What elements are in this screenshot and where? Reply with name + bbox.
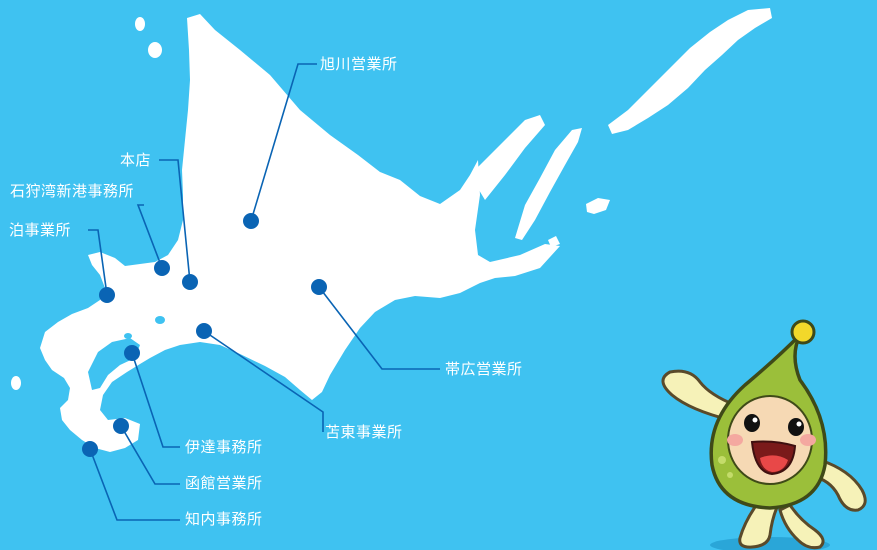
leader-line-tomakomai xyxy=(203,330,324,432)
leader-line-obihiro xyxy=(318,286,440,370)
habomai-islands xyxy=(548,236,560,247)
mascot-antenna-ball xyxy=(790,319,816,345)
marker-tomari[interactable] xyxy=(99,287,115,303)
okushiri-island xyxy=(11,376,21,390)
hokkaido-mainland xyxy=(40,14,560,452)
mascot-cheek-right xyxy=(800,434,816,446)
office-label-shiriuchi[interactable]: 知内事務所 xyxy=(185,510,263,528)
small-island xyxy=(403,222,409,226)
shikotan-island xyxy=(586,198,610,214)
lake-toya xyxy=(124,333,132,339)
leader-line-ishikari xyxy=(136,204,163,269)
shiretoko-peninsula xyxy=(470,115,545,200)
leader-line-tomari xyxy=(88,229,108,296)
mascot-eye-left xyxy=(744,414,760,432)
office-label-date[interactable]: 伊達事務所 xyxy=(185,438,263,456)
marker-asahikawa[interactable] xyxy=(243,213,259,229)
office-label-tomakomai[interactable]: 苫東事業所 xyxy=(325,423,403,441)
mascot-eye-right xyxy=(788,418,804,436)
office-markers xyxy=(82,213,327,457)
leader-line-shiriuchi xyxy=(89,448,180,521)
mascot-character xyxy=(661,319,867,550)
office-label-asahikawa[interactable]: 旭川営業所 xyxy=(320,55,398,73)
marker-obihiro[interactable] xyxy=(311,279,327,295)
mascot-eye-highlight-right xyxy=(796,421,802,427)
mascot-eye-highlight-left xyxy=(752,417,758,423)
mascot-left-arm xyxy=(661,369,737,422)
lake-shikotsu xyxy=(155,316,165,324)
leader-lines xyxy=(88,63,440,521)
mascot-spot-2 xyxy=(727,472,733,478)
office-label-hakodate[interactable]: 函館営業所 xyxy=(185,474,263,492)
marker-ishikari[interactable] xyxy=(154,260,170,276)
kunashiri-island xyxy=(515,128,582,240)
leader-line-hakodate xyxy=(120,425,180,485)
mascot-left-leg xyxy=(738,498,781,549)
marker-hakodate[interactable] xyxy=(113,418,129,434)
rishiri-island xyxy=(135,17,145,31)
marker-honten[interactable] xyxy=(182,274,198,290)
office-label-honten[interactable]: 本店 xyxy=(120,151,152,169)
marker-date[interactable] xyxy=(124,345,140,361)
mascot-cheek-left xyxy=(727,434,743,446)
office-label-tomari[interactable]: 泊事業所 xyxy=(9,221,72,239)
marker-tomakomai[interactable] xyxy=(196,323,212,339)
marker-shiriuchi[interactable] xyxy=(82,441,98,457)
mascot-spot-1 xyxy=(718,456,726,464)
office-label-obihiro[interactable]: 帯広営業所 xyxy=(445,360,523,378)
rebun-island xyxy=(148,42,162,58)
etorofu-island xyxy=(608,8,772,134)
leader-line-asahikawa xyxy=(250,63,317,222)
leader-line-honten xyxy=(159,159,191,283)
mascot-tongue xyxy=(760,455,788,472)
mascot-right-leg xyxy=(778,503,825,550)
office-label-ishikari[interactable]: 石狩湾新港事務所 xyxy=(10,182,135,200)
mascot-right-arm xyxy=(809,458,867,512)
leader-line-date xyxy=(131,352,180,448)
